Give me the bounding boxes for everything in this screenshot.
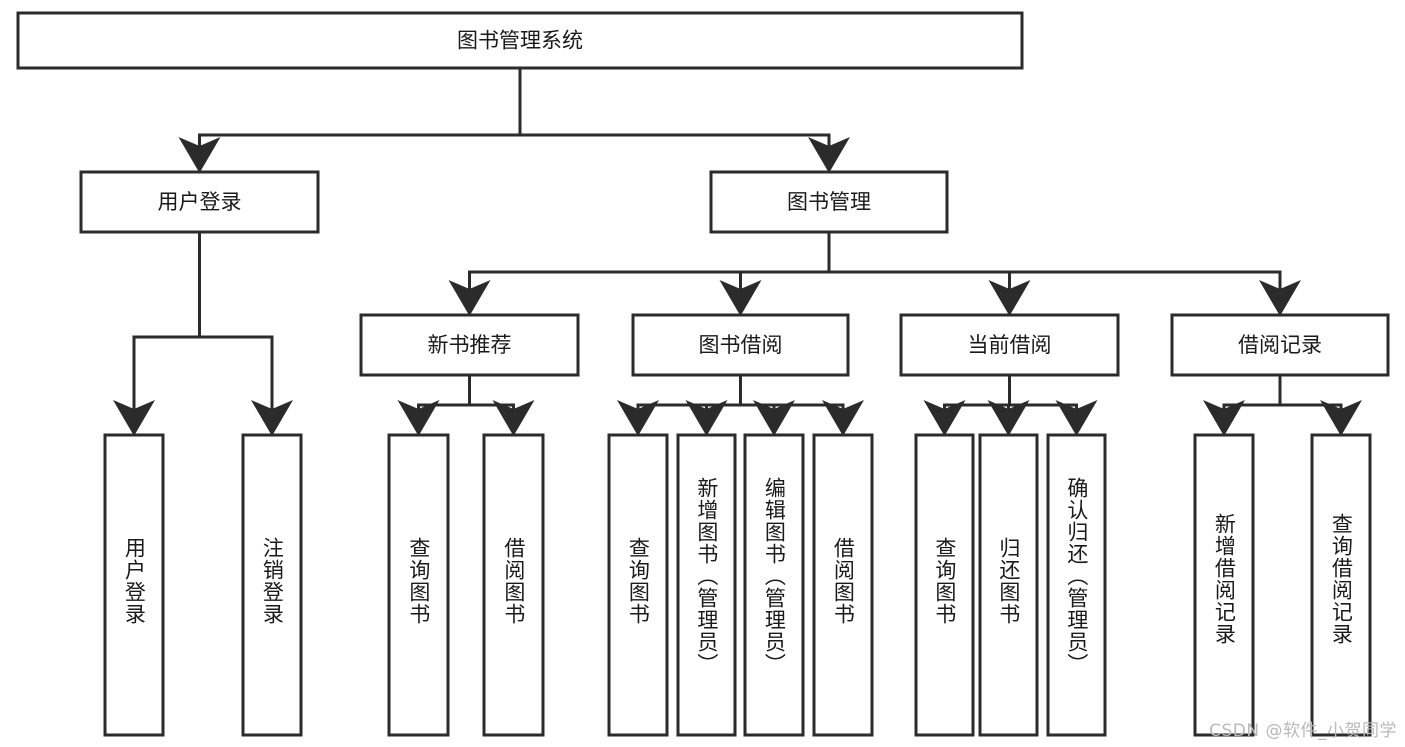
- node-box-user-login[interactable]: [79, 170, 320, 234]
- node-label-root: 图书管理系统: [457, 29, 583, 53]
- node-box-leaf-add-borrow-record[interactable]: [1193, 433, 1255, 737]
- node-box-book-management[interactable]: [709, 170, 949, 234]
- node-box-leaf-borrow-book[interactable]: [812, 433, 874, 737]
- node-box-current-borrow[interactable]: [899, 313, 1120, 377]
- node-box-leaf-query-book-current[interactable]: [914, 433, 975, 737]
- node-box-leaf-query-borrow-record[interactable]: [1310, 433, 1372, 737]
- node-label-user-login: 用户登录: [158, 190, 242, 214]
- node-box-leaf-add-book-admin[interactable]: [676, 433, 737, 737]
- node-box-book-borrow[interactable]: [631, 313, 850, 377]
- node-box-leaf-return-book[interactable]: [978, 433, 1039, 737]
- connector-layer: [113, 66, 1362, 436]
- node-box-leaf-query-book-borrow[interactable]: [607, 433, 669, 737]
- node-box-leaf-confirm-return-admin[interactable]: [1046, 433, 1107, 737]
- watermark: CSDN @软件_小贺同学: [1209, 721, 1397, 741]
- node-box-leaf-borrow-book-recommend[interactable]: [482, 433, 545, 737]
- node-label-current-borrow: 当前借阅: [968, 333, 1052, 357]
- node-box-leaf-query-book-recommend[interactable]: [387, 433, 450, 737]
- node-label-book-management: 图书管理: [787, 190, 871, 214]
- node-box-new-book-recommend[interactable]: [359, 313, 580, 377]
- node-box-leaf-logout[interactable]: [241, 433, 303, 737]
- node-box-leaf-edit-book-admin[interactable]: [743, 433, 805, 737]
- node-label-new-book-recommend: 新书推荐: [428, 333, 512, 357]
- node-box-leaf-user-login[interactable]: [103, 433, 165, 737]
- node-label-book-borrow: 图书借阅: [699, 333, 783, 357]
- node-label-borrow-record: 借阅记录: [1238, 333, 1322, 357]
- node-box-root[interactable]: [16, 11, 1024, 70]
- node-box-borrow-record[interactable]: [1170, 313, 1390, 377]
- node-box-layer: [16, 11, 1390, 737]
